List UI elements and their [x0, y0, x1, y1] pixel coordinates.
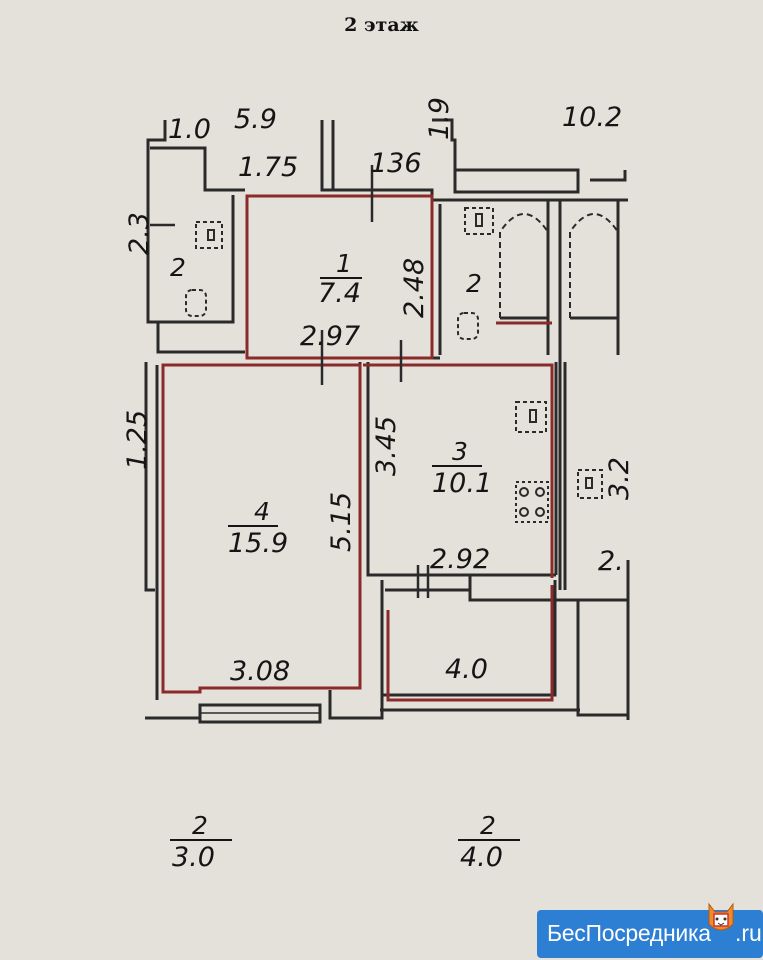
room-3-number: 3 — [452, 437, 468, 466]
partial-right-vert: 3.2 — [604, 457, 635, 500]
fox-mascot-icon — [708, 902, 734, 931]
dim-2-97: 2.97 — [300, 321, 360, 352]
below-1-bottom: 3.0 — [172, 842, 215, 873]
partial-top-right: 10.2 — [562, 102, 622, 133]
logo-text: БесПосредника — [547, 920, 711, 946]
room-2-number-left: 2 — [170, 253, 186, 282]
dim-4-0: 4.0 — [445, 654, 488, 685]
below-1-top: 2 — [192, 811, 208, 840]
room-4-area: 15.9 — [228, 528, 288, 559]
logo-suffix: .ru — [735, 920, 762, 946]
floor-title: 2 этаж — [344, 14, 419, 36]
dim-2-92: 2.92 — [430, 544, 490, 575]
partial-top-left: 1.0 — [168, 114, 211, 145]
fixtures — [150, 165, 603, 598]
room-1-area: 7.4 — [318, 278, 361, 309]
dim-2-48: 2.48 — [399, 258, 430, 318]
room-4-number: 4 — [254, 497, 270, 526]
partial-right-bottom: 2. — [598, 546, 624, 577]
apartment-outline — [161, 194, 554, 702]
dim-1-75: 1.75 — [238, 152, 298, 183]
partial-left-vert: 1.25 — [122, 410, 153, 470]
partial-left-vert-top: 2.3 — [124, 212, 155, 255]
partial-top-mid-left: 5.9 — [234, 104, 277, 135]
watermark-logo: БесПосредника .ru — [537, 900, 763, 960]
room-3-area: 10.1 — [432, 468, 492, 499]
dim-3-45: 3.45 — [371, 416, 402, 476]
dim-136: 136 — [370, 148, 422, 179]
room-2-number-bath: 2 — [466, 269, 482, 298]
below-2-bottom: 4.0 — [460, 842, 503, 873]
partial-top-mid: 1.9 — [424, 97, 455, 140]
dim-5-15: 5.15 — [326, 492, 357, 552]
room-1-number: 1 — [336, 249, 352, 278]
below-2-top: 2 — [480, 811, 496, 840]
dim-3-08: 3.08 — [230, 656, 290, 687]
